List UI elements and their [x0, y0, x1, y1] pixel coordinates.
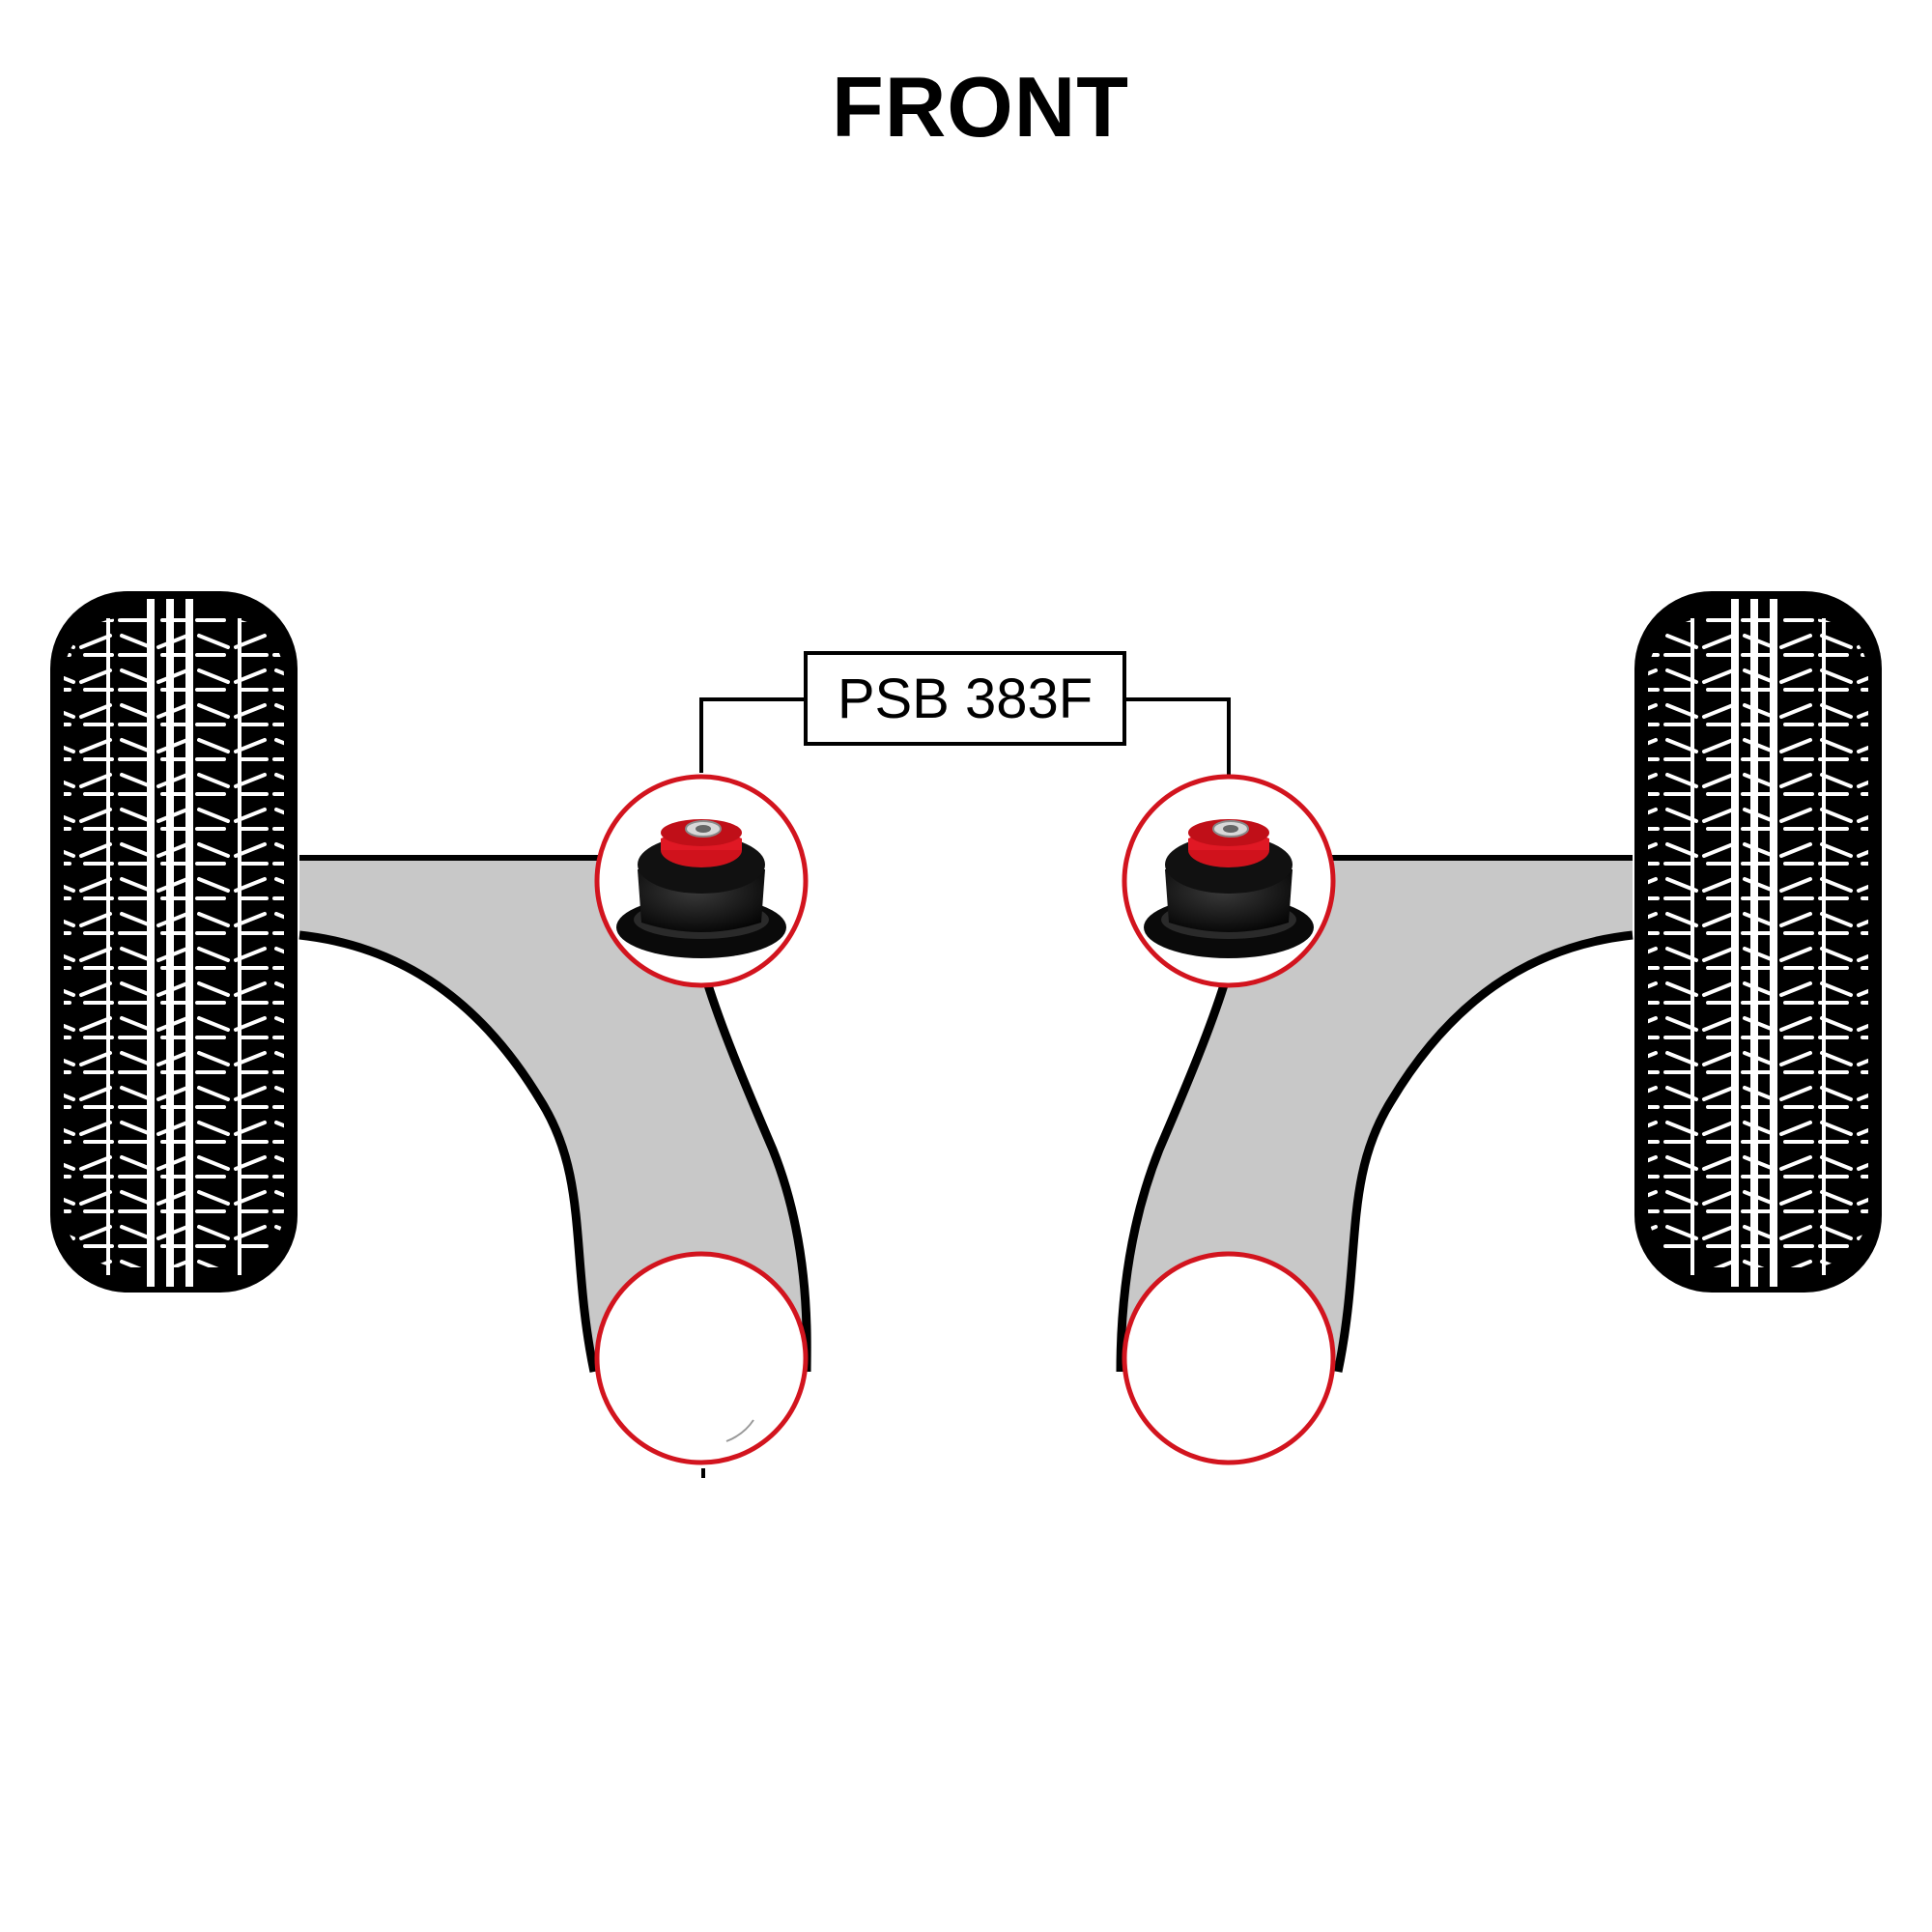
- right-front-bush: [1122, 774, 1336, 988]
- left-rear-mount-ring: [594, 1251, 809, 1465]
- right-rear-mount-ring: [1122, 1251, 1336, 1465]
- label-leader-lines: [699, 697, 1231, 779]
- left-tyre: [50, 591, 298, 1293]
- page-title: FRONT: [831, 59, 1130, 155]
- right-tyre: [1634, 591, 1882, 1293]
- part-number-label: PSB 383F: [804, 651, 1126, 746]
- left-front-bush: [594, 774, 809, 988]
- right-control-arm: [1116, 855, 1634, 1373]
- left-control-arm: [298, 855, 811, 1478]
